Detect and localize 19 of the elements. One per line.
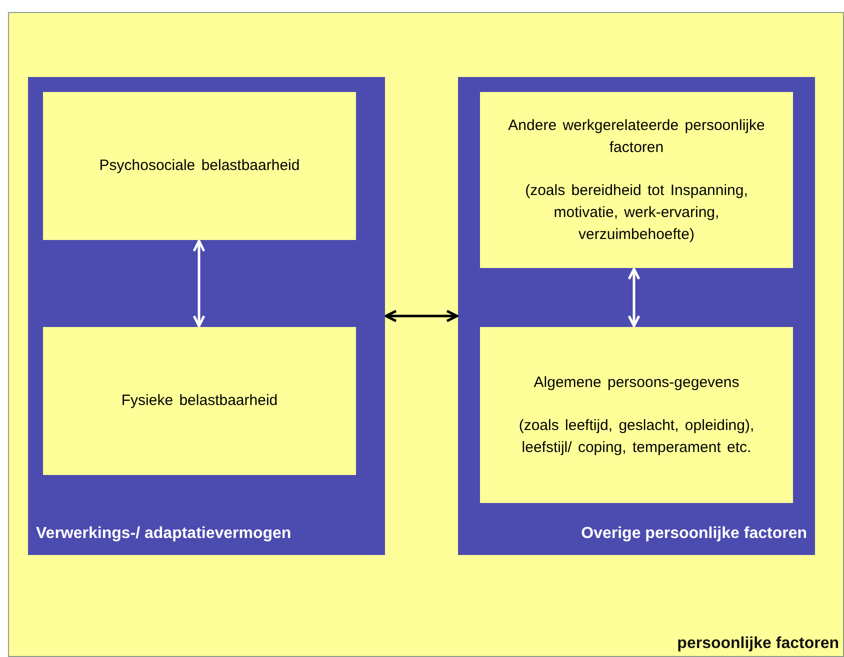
frame-title: persoonlijke factoren — [677, 634, 839, 654]
factor-box — [480, 92, 793, 268]
group-panel — [458, 77, 815, 555]
factor-box — [43, 92, 356, 240]
box-description: (zoals bereidheid tot Inspanning, motivatie, werk-ervaring, verzuimbehoefte) — [524, 180, 749, 244]
box-heading: Fysieke belastbaarheid — [120, 391, 279, 411]
panel-title: Overige persoonlijke factoren — [580, 524, 807, 544]
panel-title: Verwerkings-/ adaptatievermogen — [36, 524, 292, 544]
factor-box — [480, 327, 793, 503]
double-arrow — [192, 240, 206, 328]
box-heading: Andere werkgerelateerde persoonlijke factoren — [507, 116, 766, 158]
box-description: (zoals leeftijd, geslacht, opleiding), leefstijl/ coping, temperament etc. — [518, 416, 756, 458]
group-panel — [28, 77, 385, 555]
factor-box — [43, 327, 356, 475]
box-heading: Algemene persoons-gegevens — [532, 372, 740, 392]
outer-frame — [8, 12, 844, 657]
box-heading: Psychosociale belastbaarheid — [98, 156, 301, 176]
double-arrow — [628, 268, 640, 328]
double-arrow — [384, 310, 458, 322]
